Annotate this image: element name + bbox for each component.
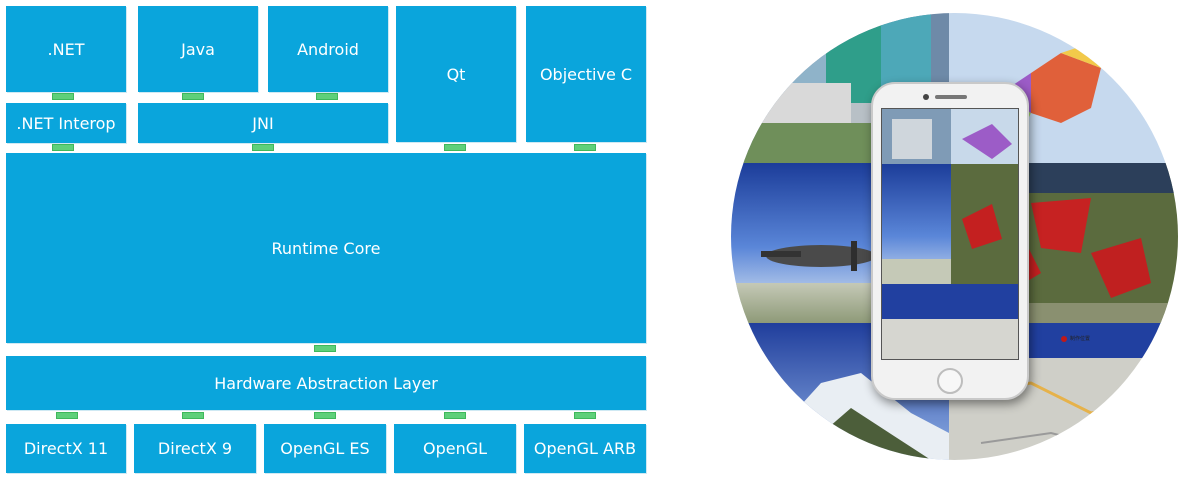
smartphone-icon	[871, 82, 1029, 400]
label-jni: JNI	[252, 113, 274, 133]
label-objective-c: Objective C	[539, 64, 633, 84]
label-opengl-arb: OpenGL ARB	[533, 439, 637, 458]
label-android: Android	[297, 39, 359, 59]
connector-dotnet-interop	[52, 93, 74, 100]
label-dotnet-interop: .NET Interop	[16, 113, 116, 133]
connector-hal-opengl-es	[314, 412, 336, 419]
connector-java-jni	[182, 93, 204, 100]
map-marker-label: 制作位置	[1070, 336, 1091, 342]
label-directx9: DirectX 9	[157, 439, 233, 458]
phone-speaker-icon	[935, 95, 967, 99]
map-marker-icon	[1061, 336, 1067, 342]
box-directx9: DirectX 9	[134, 424, 256, 473]
box-dotnet-interop: .NET Interop	[6, 103, 126, 143]
phone-home-button	[937, 368, 963, 394]
connector-core-hal	[314, 345, 336, 352]
box-qt: Qt	[396, 6, 516, 142]
connector-interop-core	[52, 144, 74, 151]
label-opengl-es: OpenGL ES	[280, 439, 370, 458]
connector-qt-core	[444, 144, 466, 151]
connector-jni-core	[252, 144, 274, 151]
box-android: Android	[268, 6, 388, 92]
phone-screen	[881, 108, 1019, 360]
box-opengl-arb: OpenGL ARB	[524, 424, 646, 473]
box-objective-c: Objective C	[526, 6, 646, 142]
box-java: Java	[138, 6, 258, 92]
box-opengl-es: OpenGL ES	[264, 424, 386, 473]
label-directx11: DirectX 11	[23, 439, 109, 458]
box-jni: JNI	[138, 103, 388, 143]
box-directx11: DirectX 11	[6, 424, 126, 473]
label-runtime-core: Runtime Core	[271, 238, 381, 258]
label-dotnet: .NET	[47, 39, 85, 59]
box-opengl: OpenGL	[394, 424, 516, 473]
box-hardware-abstraction-layer: Hardware Abstraction Layer	[6, 356, 646, 410]
box-dotnet: .NET	[6, 6, 126, 92]
connector-android-jni	[316, 93, 338, 100]
connector-objc-core	[574, 144, 596, 151]
connector-hal-directx9	[182, 412, 204, 419]
label-qt: Qt	[446, 64, 466, 84]
phone-screen-graphic	[882, 109, 1018, 359]
label-java: Java	[181, 39, 215, 59]
label-opengl: OpenGL	[422, 439, 488, 458]
phone-camera-icon	[923, 94, 929, 100]
box-runtime-core: Runtime Core	[6, 153, 646, 343]
label-hardware-abstraction-layer: Hardware Abstraction Layer	[214, 373, 438, 393]
connector-hal-opengl	[444, 412, 466, 419]
connector-hal-directx11	[56, 412, 78, 419]
connector-hal-opengl-arb	[574, 412, 596, 419]
